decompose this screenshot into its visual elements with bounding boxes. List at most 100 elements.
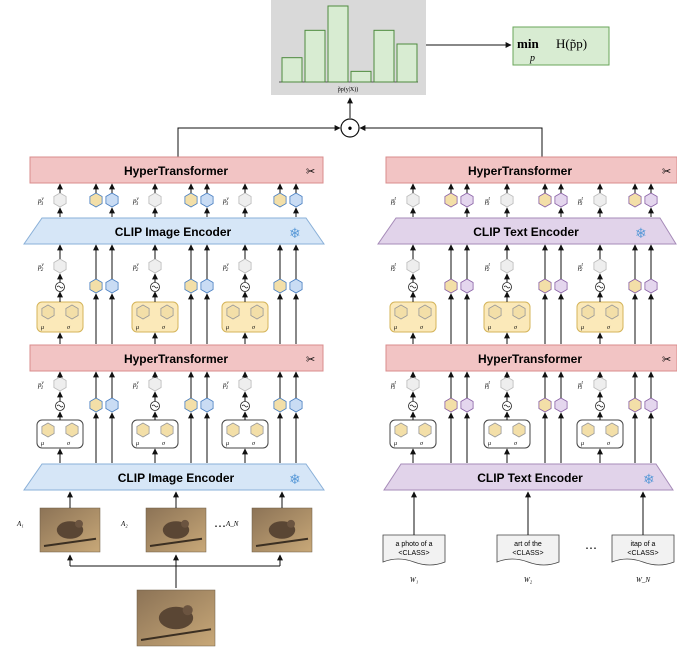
stat-hex: [250, 304, 264, 320]
prompt-label-1: W₁: [410, 576, 418, 584]
prompt-label-2: W₂: [524, 576, 533, 584]
arrow-left-to-combine: [177, 125, 341, 157]
feature-token-hex: [200, 397, 214, 413]
combine-symbol: •: [348, 121, 352, 135]
right-middle-hypertransformer-label: HyperTransformer: [478, 352, 582, 366]
prompt-label-n: W_N: [636, 576, 650, 584]
prompt-doc-3: itap of a <CLASS>: [611, 534, 675, 566]
prompt-token-hex: [53, 258, 67, 274]
right-upper-text-encoder: [377, 217, 677, 245]
image-label-2: A₂: [120, 520, 128, 528]
feature-token-hex: [644, 397, 658, 413]
feature-token-hex: [289, 192, 303, 208]
prompt-token-hex: [593, 192, 607, 208]
prompt-token-hex: [406, 376, 420, 392]
input-distribution-lines: [69, 556, 281, 588]
feature-token-hex: [460, 192, 474, 208]
mu-label: μ: [41, 325, 44, 331]
stat-hex: [226, 304, 240, 320]
feature-token-hex: [105, 192, 119, 208]
stat-hex: [605, 422, 619, 438]
left-top-hypertransformer: [29, 156, 324, 184]
objective-box: min p H(p̃p): [512, 26, 610, 66]
objective-var: p: [529, 53, 535, 64]
mu-label: μ: [581, 441, 584, 447]
prompt-3-line2: <CLASS>: [627, 550, 658, 557]
combine-node: [340, 118, 360, 138]
tan-token-hex: [184, 397, 198, 413]
tan-token-hex: [538, 278, 552, 294]
stat-hex: [136, 422, 150, 438]
sigma-label: σ: [67, 325, 71, 331]
mu-label: μ: [136, 441, 139, 447]
stat-hex: [394, 304, 408, 320]
prompt-doc-2: art of the <CLASS>: [496, 534, 560, 566]
feature-token-hex: [644, 192, 658, 208]
stat-hex: [65, 304, 79, 320]
right-top-hypertransformer-label: HyperTransformer: [468, 164, 572, 178]
prompt-token-hex: [148, 376, 162, 392]
feature-token-hex: [554, 192, 568, 208]
image-label-n: A_N: [225, 520, 239, 528]
stat-hex: [160, 304, 174, 320]
snowflake-icon: ❄: [289, 225, 301, 241]
sigma-label: σ: [514, 441, 518, 447]
sigma-label: σ: [420, 325, 424, 331]
prompt-token-hex: [500, 192, 514, 208]
prompt-1-line2: <CLASS>: [398, 550, 429, 557]
feature-token-hex: [200, 192, 214, 208]
tan-token-hex: [444, 278, 458, 294]
sigma-label: σ: [607, 441, 611, 447]
fire-icon: ✂: [306, 166, 315, 178]
right-top-hypertransformer: [385, 156, 677, 184]
stat-hex: [226, 422, 240, 438]
stat-hex: [581, 304, 595, 320]
histogram-bar: [396, 43, 418, 83]
tan-token-hex: [444, 192, 458, 208]
fire-icon: ✂: [662, 166, 671, 178]
bird-photo: [251, 507, 313, 553]
stat-hex: [488, 304, 502, 320]
right-middle-hypertransformer: [385, 344, 677, 372]
feature-token-hex: [200, 278, 214, 294]
sigma-label: σ: [162, 441, 166, 447]
prompt-token-hex: [406, 192, 420, 208]
tan-token-hex: [184, 192, 198, 208]
right-upper-encoder-label: CLIP Text Encoder: [473, 225, 579, 239]
mu-label: μ: [136, 325, 139, 331]
prompt-token-hex: [238, 258, 252, 274]
sigma-label: σ: [67, 441, 71, 447]
right-lower-encoder-label: CLIP Text Encoder: [477, 471, 583, 485]
prompt-token-hex: [148, 258, 162, 274]
histogram-bars: [281, 5, 418, 83]
prompt-token-hex: [238, 192, 252, 208]
prompt-token-hex: [53, 192, 67, 208]
stat-hex: [136, 304, 150, 320]
tan-token-hex: [538, 192, 552, 208]
tan-token-hex: [184, 278, 198, 294]
tan-token-hex: [628, 278, 642, 294]
snowflake-icon: ❄: [289, 471, 301, 487]
fire-icon: ✂: [306, 354, 315, 366]
bird-photo: [39, 507, 101, 553]
prompt-token-hex: [148, 192, 162, 208]
histogram-bar: [350, 70, 372, 83]
image-label-1: A₁: [16, 520, 24, 528]
mu-label: μ: [394, 441, 397, 447]
feature-token-hex: [289, 278, 303, 294]
prompt-token-hex: [593, 376, 607, 392]
bird-photo: [145, 507, 207, 553]
feature-token-hex: [105, 397, 119, 413]
mu-label: μ: [226, 325, 229, 331]
stat-hex: [418, 304, 432, 320]
feature-token-hex: [644, 278, 658, 294]
sigma-label: σ: [162, 325, 166, 331]
prompt-3-line1: itap of a: [631, 541, 656, 548]
